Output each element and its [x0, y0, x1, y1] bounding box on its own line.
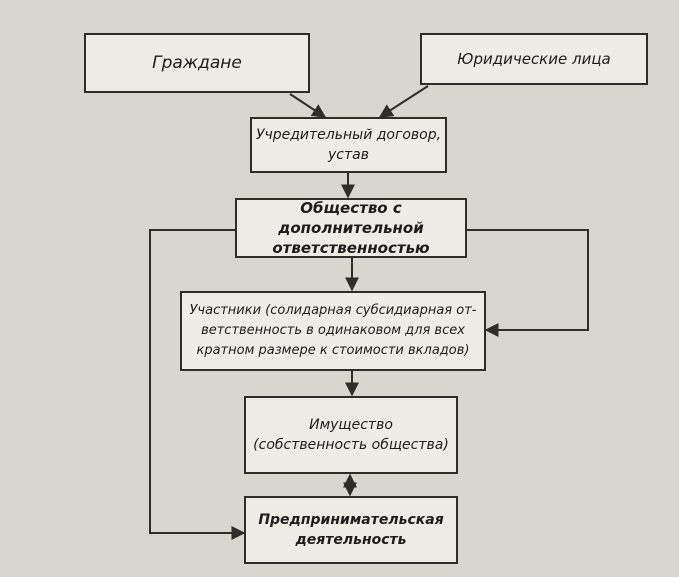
arrow-citizens-to-docs	[289, 93, 327, 118]
node-founding-docs: Учредительный договор, устав	[250, 117, 447, 173]
node-company-label: Общество с дополнительной ответственност…	[272, 199, 430, 257]
right-loop-line	[466, 229, 589, 337]
node-participants: Участники (солидарная субсидиарная от- в…	[180, 291, 486, 371]
node-legal-entities: Юридические лица	[420, 33, 648, 85]
node-business: Предпринимательская деятельность	[244, 496, 458, 564]
node-founding-docs-label: Учредительный договор, устав	[255, 127, 442, 163]
node-property-label: Имущество (собственность общества)	[253, 417, 449, 453]
node-business-label: Предпринимательская деятельность	[258, 512, 444, 548]
node-legal-entities-label: Юридические лица	[457, 50, 611, 68]
node-participants-label: Участники (солидарная субсидиарная от- в…	[189, 303, 477, 358]
left-loop-line	[149, 229, 246, 540]
node-company: Общество с дополнительной ответственност…	[235, 198, 467, 258]
node-citizens-label: Граждане	[152, 53, 242, 73]
node-property: Имущество (собственность общества)	[244, 396, 458, 474]
node-citizens: Граждане	[84, 33, 310, 93]
arrow-legal-to-docs	[378, 85, 429, 118]
